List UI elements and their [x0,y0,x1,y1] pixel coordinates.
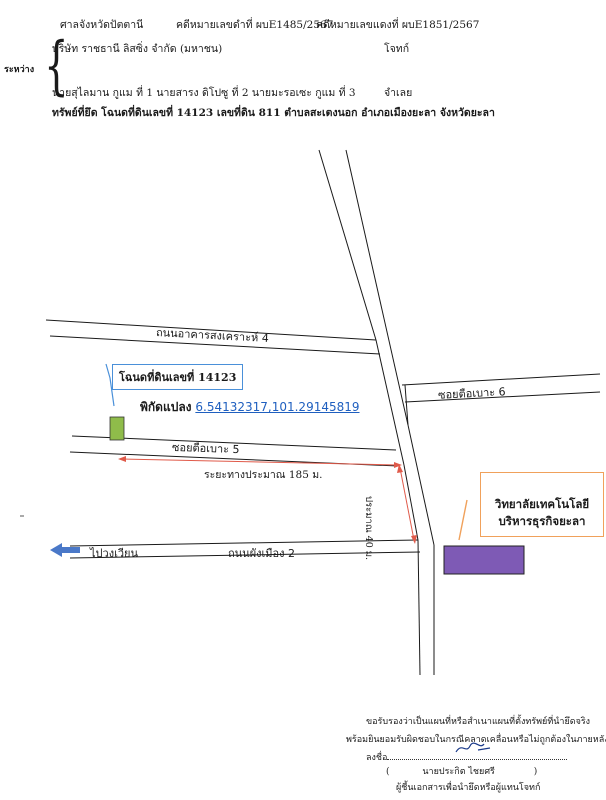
distance-horizontal-arrow [118,456,402,468]
signer-name-row: ( นายประกิต ไชยศรี ) [386,764,537,778]
signature-label: ลงชื่อ [366,753,388,763]
coordinates: พิกัดแปลง 6.54132317,101.29145819 [140,398,360,417]
seized-property: ทรัพย์ที่ยึด โฉนดที่ดินเลขที่ 14123 เลขท… [52,107,495,119]
college-callout-pointer [458,499,468,541]
coordinates-label: พิกัดแปลง [140,400,192,414]
defendant-role: จำเลย [384,87,413,99]
red-case-number: คดีหมายเลขแดงที่ ผบE1851/2567 [316,19,480,31]
road-edge [45,319,377,341]
deed-callout-pointer [105,363,115,407]
direction-label: ไปวงเวียน [90,547,138,560]
between-label: ระหว่าง [4,65,35,75]
defendants-names: นายสุไลมาน กูแม ที่ 1 นายสารง ดิโปซู ที่… [52,87,356,99]
road-edge [71,435,397,451]
road-edge [49,335,381,355]
signature-scribble [455,742,491,753]
deed-number-label: โฉนดที่ดินเลขที่ 14123 [119,371,237,384]
court-name: ศาลจังหวัดปัตตานี [60,19,144,31]
road-edge [407,424,435,546]
land-plot [109,416,125,441]
road-edge [404,391,601,403]
black-case-number: คดีหมายเลขดำที่ ผบE1485/2567 [176,19,334,31]
brace-icon: { [44,29,69,103]
direction-arrow-icon [50,543,80,557]
college-name: วิทยาลัยเทคโนโลยี บริหารธุรกิจยะลา [494,497,590,528]
college-label-box: วิทยาลัยเทคโนโลยี บริหารธุรกิจยะลา [480,472,604,537]
certification-line-2: พร้อมยินยอมรับผิดชอบในกรณีคลาดเคลื่อนหรื… [346,735,606,745]
distance-vertical-arrow [397,464,417,544]
signer-name: นายประกิต ไชยศรี [422,767,495,777]
plaintiff-role: โจทก์ [384,43,410,55]
signer-role: ผู้ชี้นเอกสารเพื่อนำยึดหรือผู้แทนโจทก์ [396,783,541,793]
plaintiff-name: บริษัท ราชธานี ลิสซิ่ง จำกัด (มหาชน) [52,43,223,55]
paren-open: ( [386,767,390,777]
coordinates-link[interactable]: 6.54132317,101.29145819 [195,400,360,414]
road-edge [401,373,601,386]
road-edge [375,339,405,466]
signature-row: ลงชื่อ [366,750,568,764]
road-edge [69,539,419,547]
distance-vertical-label: ประมาณ 40 ม. [363,496,374,561]
road-edge [417,539,421,676]
road-edge [404,384,409,426]
signature-line [387,759,568,760]
road-label-soi6: ซอยตือเบาะ 6 [437,385,506,402]
deed-number-box: โฉนดที่ดินเลขที่ 14123 [112,364,244,390]
road-label-main: ถนนผังเมือง 2 [228,547,295,560]
road-edge [69,551,421,559]
college-building [443,545,525,575]
certification-line-1: ขอรับรองว่าเป็นแผนที่หรือสำเนาแผนที่ตั้ง… [366,717,591,727]
road-label-soi5: ซอยตือเบาะ 5 [171,440,240,457]
road-edge [403,464,419,541]
distance-horizontal-label: ระยะทางประมาณ 185 ม. [204,469,323,481]
road-edge [318,149,377,341]
paren-close: ) [533,767,538,777]
road-edge [345,149,409,426]
